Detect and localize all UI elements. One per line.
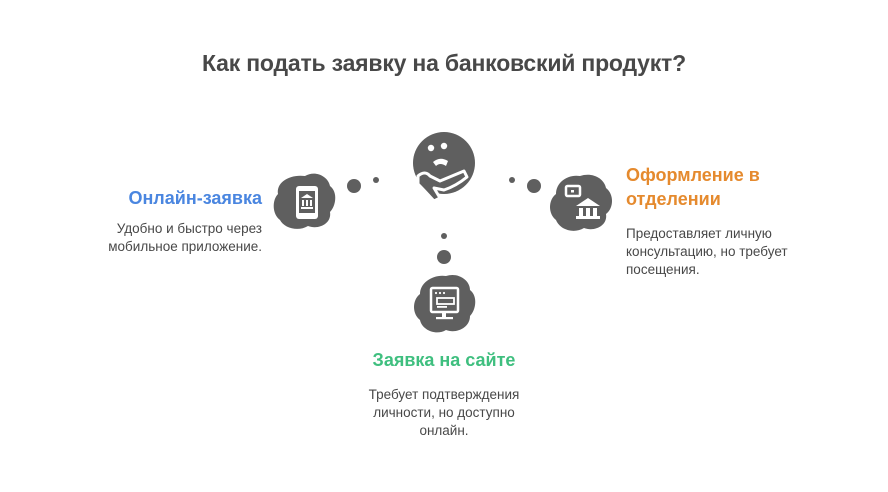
- description-line: Предоставляет личную: [626, 226, 772, 241]
- option-website-description: Требует подтверждения личности, но досту…: [340, 386, 548, 440]
- connector-left: [347, 177, 379, 193]
- description-line: мобильное приложение.: [108, 239, 262, 254]
- connector-dot-large: [347, 179, 361, 193]
- connector-dot-small: [373, 177, 379, 183]
- option-online-description: Удобно и быстро через мобильное приложен…: [70, 220, 262, 256]
- description-line: личности, но доступно: [373, 405, 515, 420]
- option-online: Онлайн-заявка Удобно и быстро через моби…: [70, 186, 262, 256]
- connector-dot-small: [509, 177, 515, 183]
- option-branch-heading: Оформление в отделении: [626, 163, 826, 211]
- description-line: посещения.: [626, 262, 700, 277]
- connector-bottom: [437, 233, 451, 264]
- website-computer-icon: [414, 274, 476, 333]
- option-website: Заявка на сайте Требует подтверждения ли…: [340, 348, 548, 440]
- thinking-face-icon: [413, 132, 475, 203]
- description-line: консультацию, но требует: [626, 244, 788, 259]
- connector-dot-large: [527, 179, 541, 193]
- heading-line: отделении: [626, 189, 721, 209]
- description-line: онлайн.: [419, 423, 469, 438]
- option-website-heading: Заявка на сайте: [372, 350, 516, 370]
- connector-dot-small: [441, 233, 447, 239]
- description-line: Требует подтверждения: [368, 387, 520, 402]
- option-branch: Оформление в отделении Предоставляет лич…: [626, 163, 826, 279]
- mobile-bank-icon: [273, 173, 336, 229]
- description-line: Удобно и быстро через: [116, 221, 262, 236]
- heading-line: Оформление в: [626, 165, 760, 185]
- option-online-heading: Онлайн-заявка: [128, 188, 262, 208]
- connector-dot-large: [437, 250, 451, 264]
- connector-right: [509, 177, 541, 193]
- diagram-title: Как подать заявку на банковский продукт?: [202, 50, 686, 76]
- option-branch-description: Предоставляет личную консультацию, но тр…: [626, 225, 826, 279]
- bank-branch-icon: [550, 174, 612, 231]
